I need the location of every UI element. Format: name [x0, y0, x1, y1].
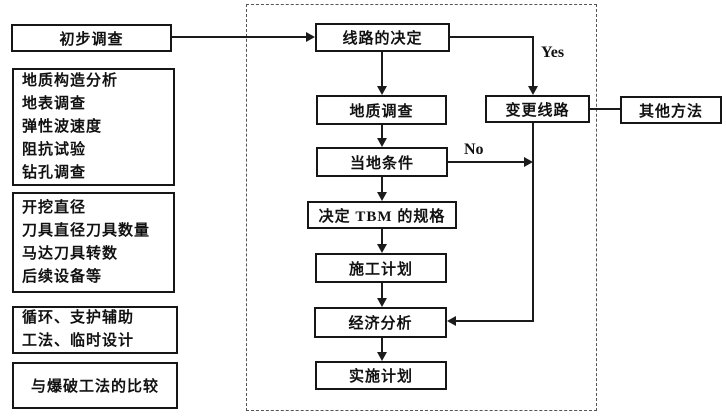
box-blast-comparison: 与爆破工法的比较 [12, 362, 178, 409]
box-tbm-parameters: 开挖直径 刀具直径刀具数量 马达刀具转数 后续设备等 [12, 192, 175, 293]
connector-route-to-geosurvey [381, 52, 383, 87]
box-tbm-parameter-line: 后续设备等 [22, 268, 103, 285]
connector-changeroute-othermethods [590, 108, 620, 110]
connector-economic-to-implementation [381, 338, 383, 353]
box-preliminary-survey: 初步调查 [11, 24, 172, 52]
flow-node-route-decision: 线路的决定 [315, 23, 450, 52]
connector-return-to-economic [456, 320, 534, 322]
connector-route-yes-horizontal [450, 36, 534, 38]
flow-node-other-methods: 其他方法 [620, 96, 722, 124]
arrowhead-no-junction [524, 157, 533, 167]
flow-node-geological-survey: 地质调查 [316, 95, 447, 125]
connector-changeroute-down [532, 123, 534, 322]
box-survey-item-line: 地质构造分析 [22, 72, 119, 89]
flow-node-implementation-plan: 实施计划 [315, 361, 447, 390]
connector-tbmspec-to-construction [381, 229, 383, 245]
box-cycle-design-line: 循环、支护辅助 [22, 310, 135, 326]
arrowhead-into-geosurvey [377, 86, 387, 95]
connector-construction-to-economic [381, 283, 383, 299]
box-survey-items: 地质构造分析 地表调查 弹性波速度 阻抗试验 钻孔调查 [12, 68, 175, 186]
arrowhead-into-economic [377, 298, 387, 307]
dashed-process-boundary [246, 4, 597, 411]
label-no: No [464, 141, 484, 158]
connector-preliminary-to-route [172, 36, 306, 38]
box-tbm-parameter-line: 马达刀具转数 [22, 245, 119, 262]
box-cycle-design-line: 工法、临时设计 [22, 333, 135, 349]
connector-conditions-to-tbmspec [381, 177, 383, 193]
connector-conditions-no [448, 161, 524, 163]
arrowhead-into-route-decision [306, 32, 315, 42]
arrowhead-into-construction [377, 244, 387, 253]
arrowhead-into-conditions [377, 138, 387, 147]
box-survey-item-line: 钻孔调查 [22, 164, 87, 181]
flow-node-tbm-specification: 决定 TBM 的规格 [307, 201, 457, 229]
flow-node-construction-plan: 施工计划 [315, 253, 447, 283]
arrowhead-into-change-route [528, 86, 538, 95]
box-cycle-design: 循环、支护辅助 工法、临时设计 [12, 306, 178, 354]
box-tbm-parameter-line: 刀具直径刀具数量 [22, 222, 151, 239]
connector-geosurvey-to-conditions [381, 125, 383, 139]
flow-node-local-conditions: 当地条件 [316, 147, 448, 177]
box-survey-item-line: 弹性波速度 [22, 118, 103, 135]
label-yes: Yes [541, 44, 565, 61]
box-survey-item-line: 地表调查 [22, 95, 87, 112]
flow-node-economic-analysis: 经济分析 [314, 307, 447, 338]
box-survey-item-line: 阻抗试验 [22, 141, 87, 158]
connector-route-yes-vertical [532, 36, 534, 87]
arrowhead-into-economic-right [447, 316, 456, 326]
flow-node-change-route: 变更线路 [485, 95, 590, 123]
arrowhead-into-tbmspec [377, 192, 387, 201]
box-tbm-parameter-line: 开挖直径 [22, 199, 87, 216]
arrowhead-into-implementation [377, 352, 387, 361]
